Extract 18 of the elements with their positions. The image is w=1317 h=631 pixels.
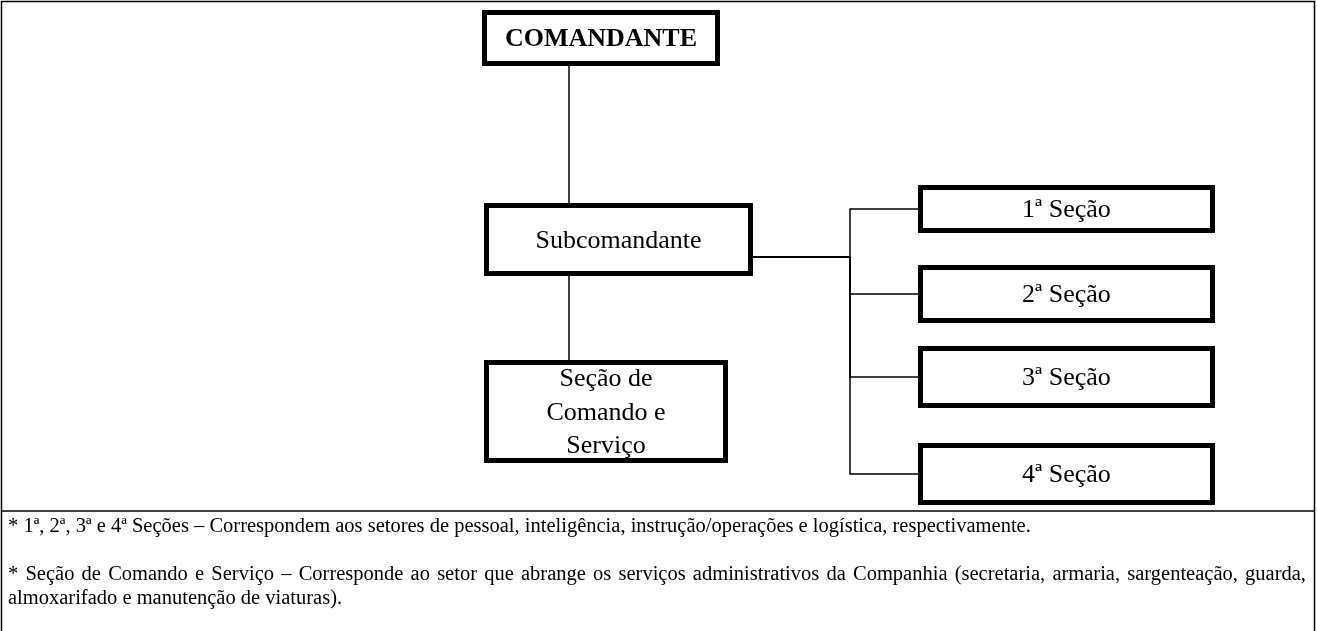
box-label: 1ª Seção xyxy=(1022,193,1111,226)
box-label: 3ª Seção xyxy=(1022,361,1111,394)
org-box xyxy=(918,185,1215,233)
box-label: 2ª Seção xyxy=(1022,278,1111,311)
box-label: Seção de Comando e Serviço xyxy=(545,361,667,462)
org-box xyxy=(482,10,720,66)
box-label: 4ª Seção xyxy=(1022,458,1111,491)
org-box xyxy=(918,443,1215,505)
box-label: Subcomandante xyxy=(535,223,702,256)
org-box xyxy=(484,360,728,463)
org-box xyxy=(918,265,1215,323)
footnote: * Seção de Comando e Serviço – Corresponde ao setor que abrange os serviços administrativos da Companhia (secretaria, armaria, sargenteação, guarda, almoxarifado e manutenção de viaturas). xyxy=(8,561,1306,609)
connector-line xyxy=(568,65,570,204)
footnote: * 1ª, 2ª, 3ª e 4ª Seções – Correspondem aos setores de pessoal, inteligência, instrução/operações e logística, respectivamente. xyxy=(8,513,1032,537)
org-box xyxy=(484,203,753,276)
connector-line xyxy=(568,275,570,361)
org-box xyxy=(918,346,1215,408)
box-label: COMANDANTE xyxy=(504,22,698,55)
